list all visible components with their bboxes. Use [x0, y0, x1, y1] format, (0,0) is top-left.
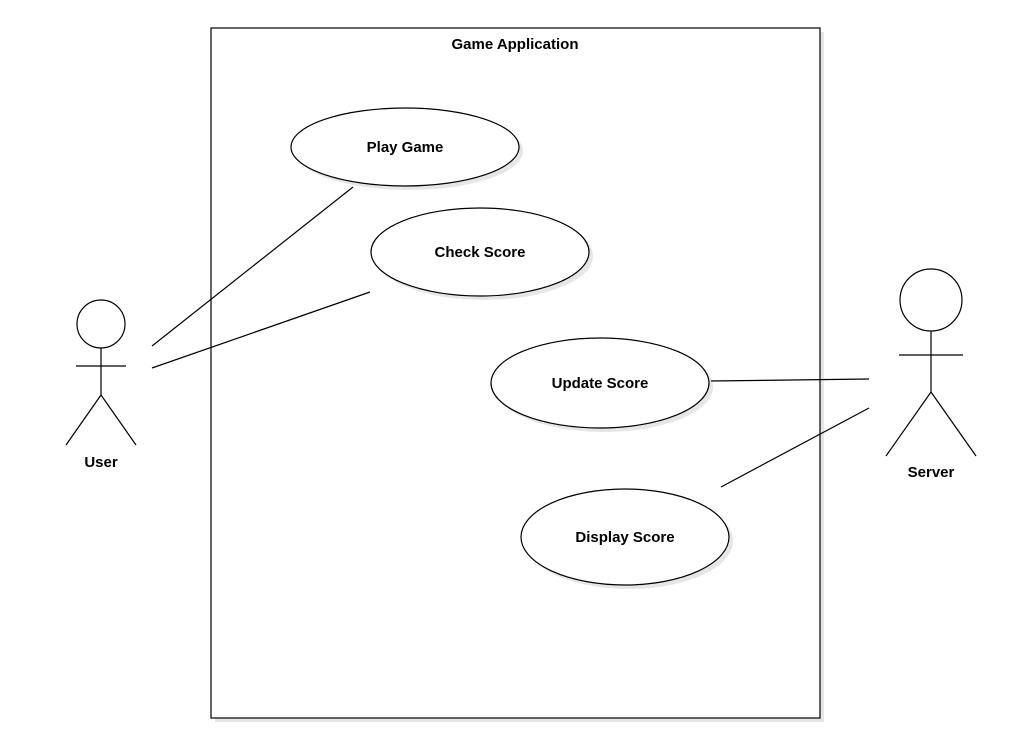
use-case-display-score[interactable]: Display Score [520, 488, 733, 589]
stick-figure-icon [885, 268, 977, 457]
system-title: Game Application [452, 36, 579, 53]
use-case-label: Play Game [367, 139, 444, 156]
use-case-play-game[interactable]: Play Game [290, 107, 523, 190]
use-case-label: Display Score [575, 529, 674, 546]
use-case-check-score[interactable]: Check Score [370, 207, 593, 300]
use-case-label: Update Score [552, 375, 649, 392]
stick-figure-icon [65, 299, 137, 446]
association-user-play-game[interactable] [151, 186, 354, 347]
association-server-display-score[interactable] [720, 407, 870, 488]
association-user-check-score[interactable] [151, 291, 371, 369]
use-case-update-score[interactable]: Update Score [490, 337, 713, 432]
actor-label: User [84, 454, 118, 471]
actor-server[interactable]: Server [885, 268, 977, 481]
use-case-label: Check Score [435, 244, 526, 261]
actor-user[interactable]: User [65, 299, 137, 471]
association-server-update-score[interactable] [710, 378, 870, 382]
actor-label: Server [908, 464, 955, 481]
